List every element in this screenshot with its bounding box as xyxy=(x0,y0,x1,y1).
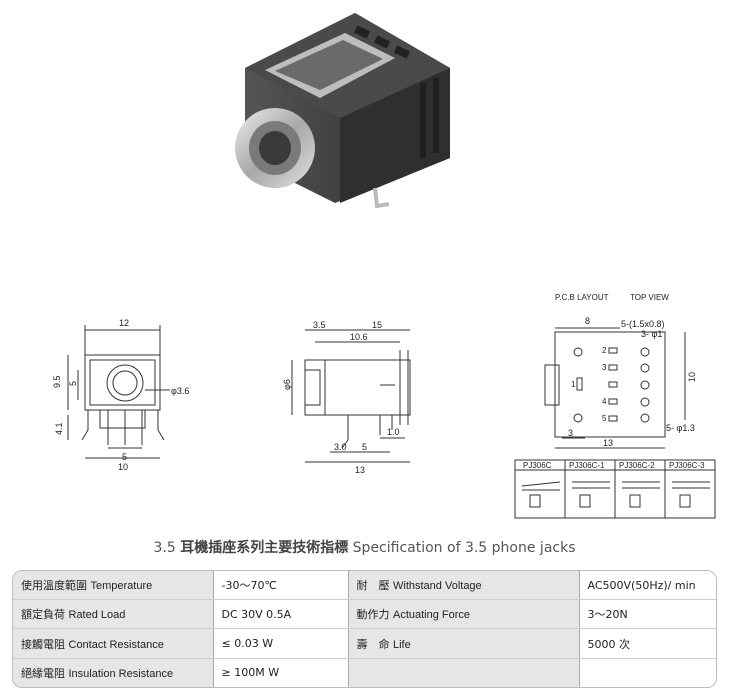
spec-value: -30～70℃ xyxy=(213,571,349,601)
spec-value xyxy=(579,658,716,687)
spec-key: 接觸電阻 Contact Resistance xyxy=(13,628,214,659)
pcb-pin-label: 2 xyxy=(602,346,607,355)
model-label: PJ306C-3 xyxy=(669,461,705,470)
front-view xyxy=(67,325,170,459)
model-label: PJ306C xyxy=(523,461,552,470)
spec-key: 額定負荷 Rated Load xyxy=(13,599,214,630)
model-label: PJ306C-1 xyxy=(569,461,605,470)
spec-value: 3～20N xyxy=(579,599,716,630)
spec-key: 壽 命 Life xyxy=(348,628,580,659)
pcb-dim-3: 3 xyxy=(568,428,573,438)
table-row: 使用溫度範圍 Temperature -30～70℃ 耐 壓 Withstand… xyxy=(13,571,716,601)
side-dim-13: 13 xyxy=(355,465,365,475)
pcb-dim-3phi: 3- φ1 xyxy=(641,329,662,339)
side-dim-1-0: 1.0 xyxy=(387,427,400,437)
spec-value: AC500V(50Hz)/ min xyxy=(579,571,716,601)
caption-prefix: 3.5 xyxy=(153,540,176,556)
pcb-pin-label: 4 xyxy=(602,397,607,406)
spec-value: ≤ 0.03 W xyxy=(213,628,349,659)
product-photo xyxy=(235,13,450,208)
side-dim-phi6: φ6 xyxy=(282,379,292,390)
pcb-pin-label: 3 xyxy=(602,363,607,372)
spec-table-container: 使用溫度範圍 Temperature -30～70℃ 耐 壓 Withstand… xyxy=(12,570,717,688)
side-dim-5: 5 xyxy=(362,442,367,452)
model-schematics xyxy=(514,459,716,519)
front-dim-h3: 4.1 xyxy=(54,422,64,435)
spec-key xyxy=(348,658,580,687)
pcb-layout-view xyxy=(544,327,686,449)
table-row: 絕緣電阻 Insulation Resistance ≥ 100M W xyxy=(13,658,716,687)
top-view-label: TOP VIEW xyxy=(630,293,669,302)
spec-key: 動作力 Actuating Force xyxy=(348,599,580,630)
caption-chinese: 耳機插座系列主要技術指標 xyxy=(180,540,349,556)
front-dim-width: 12 xyxy=(119,318,129,328)
pcb-dim-slot: 5-(1.5x0.8) xyxy=(621,319,665,329)
pcb-dim-5phi: 5- φ1.3 xyxy=(666,423,695,433)
model-label: PJ306C-2 xyxy=(619,461,655,470)
caption-english: Specification of 3.5 phone jacks xyxy=(352,540,576,556)
spec-value: ≥ 100M W xyxy=(213,658,349,687)
pcb-dim-8: 8 xyxy=(585,316,590,326)
pcb-dim-13: 13 xyxy=(603,438,613,448)
front-dim-h2: 5 xyxy=(68,381,78,386)
side-view xyxy=(291,329,411,463)
technical-drawings: 12 9.5 5 4.1 5 10 φ3.6 3.5 15 10.6 φ6 1.… xyxy=(52,293,716,519)
front-dim-phi: φ3.6 xyxy=(171,386,189,396)
front-dim-bottom2: 10 xyxy=(118,462,128,472)
side-dim-15: 15 xyxy=(372,320,382,330)
pcb-pin-label: 5 xyxy=(602,414,607,423)
table-row: 接觸電阻 Contact Resistance ≤ 0.03 W 壽 命 Lif… xyxy=(13,628,716,659)
side-dim-3-5: 3.5 xyxy=(313,320,326,330)
spec-key: 絕緣電阻 Insulation Resistance xyxy=(13,658,214,687)
spec-value: DC 30V 0.5A xyxy=(213,599,349,630)
spec-caption: 3.5 耳機插座系列主要技術指標 Specification of 3.5 ph… xyxy=(0,537,729,557)
front-dim-h1: 9.5 xyxy=(52,375,62,388)
table-row: 額定負荷 Rated Load DC 30V 0.5A 動作力 Actuatin… xyxy=(13,599,716,630)
spec-value: 5000 次 xyxy=(579,628,716,659)
spec-table: 使用溫度範圍 Temperature -30～70℃ 耐 壓 Withstand… xyxy=(13,571,716,687)
spec-key: 使用溫度範圍 Temperature xyxy=(13,571,214,601)
spec-key: 耐 壓 Withstand Voltage xyxy=(348,571,580,601)
pcb-dim-10: 10 xyxy=(687,372,697,382)
pcb-layout-label: P.C.B LAYOUT xyxy=(555,293,609,302)
pcb-pin-label: 1 xyxy=(571,380,576,389)
side-dim-10-6: 10.6 xyxy=(350,332,368,342)
side-dim-3-0: 3.0 xyxy=(334,442,347,452)
front-dim-bottom1: 5 xyxy=(122,452,127,462)
